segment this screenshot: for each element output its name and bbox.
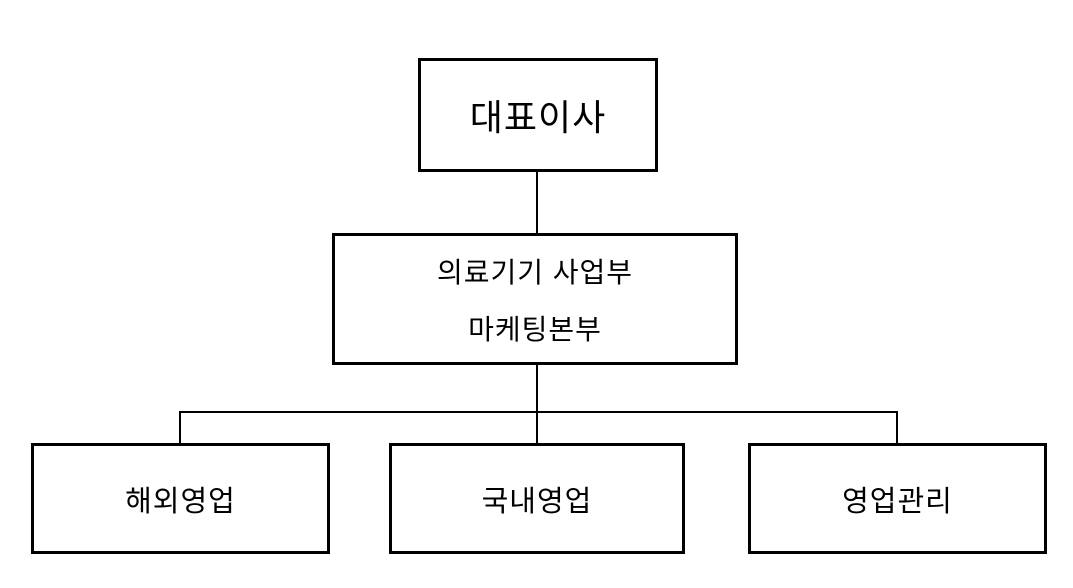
org-node-middle-label-line2: 마케팅본부 (468, 313, 602, 345)
org-node-middle-label-line1: 의료기기 사업부 (436, 256, 634, 288)
org-node-root-label: 대표이사 (469, 97, 607, 138)
org-node-child-sales-management-label: 영업관리 (842, 485, 953, 518)
org-node-root: 대표이사 (418, 58, 658, 172)
org-node-child-domestic-sales-label: 국내영업 (481, 485, 593, 518)
connector-root-to-middle (536, 172, 538, 233)
connector-drop-center (536, 411, 538, 443)
connector-horizontal-rail (179, 411, 898, 413)
connector-middle-stub (536, 365, 538, 412)
connector-drop-right (896, 411, 898, 443)
org-node-child-domestic-sales: 국내영업 (389, 443, 685, 554)
org-node-child-overseas-sales-label: 해외영업 (125, 485, 236, 518)
connector-drop-left (179, 411, 181, 443)
org-node-child-overseas-sales: 해외영업 (31, 443, 330, 554)
org-node-middle: 의료기기 사업부 마케팅본부 (332, 233, 738, 365)
org-node-child-sales-management: 영업관리 (748, 443, 1047, 554)
